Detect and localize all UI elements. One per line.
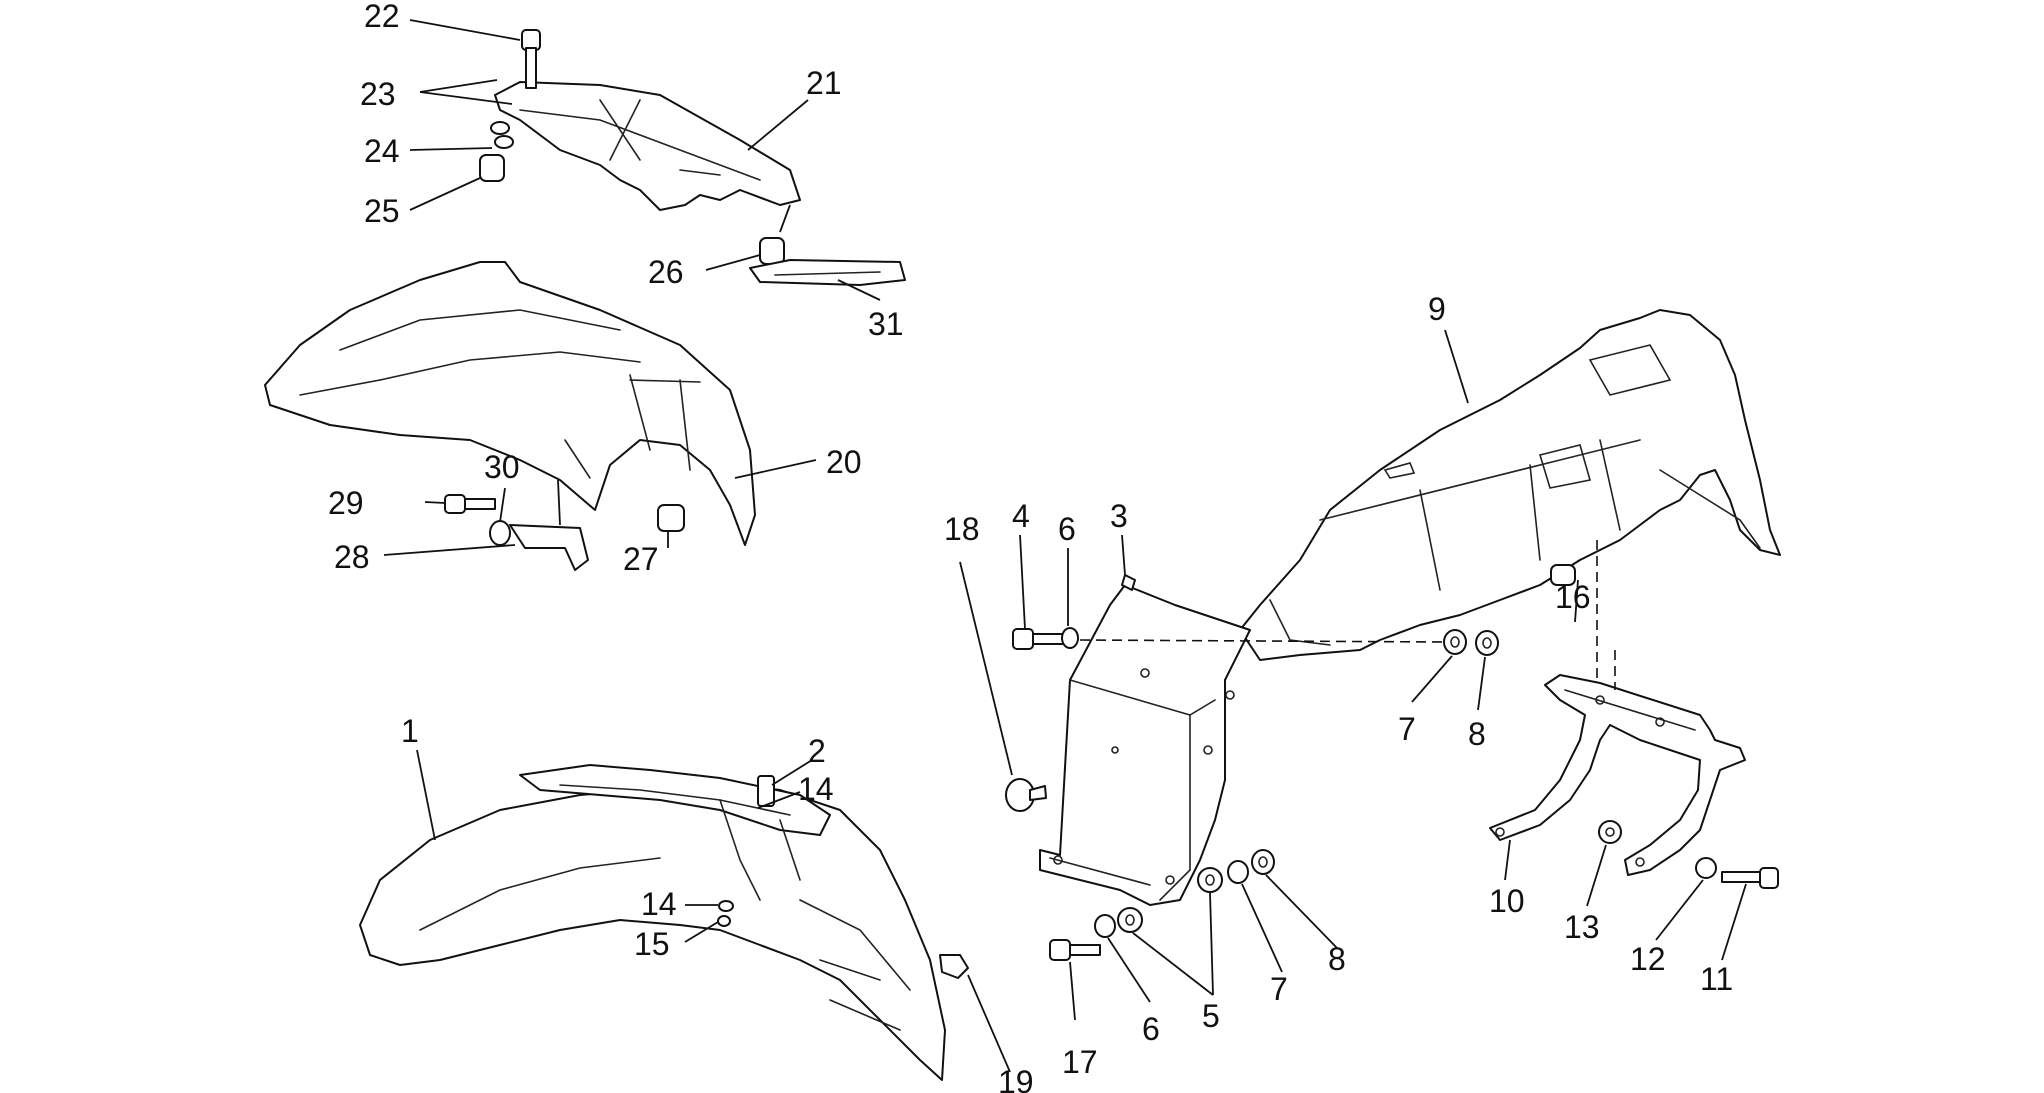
callout-31: 31: [868, 306, 904, 342]
callout-13: 13: [1564, 909, 1600, 945]
part-15-nut: [717, 915, 731, 927]
part-16-grommet: [1550, 564, 1576, 586]
part-4-screw: [1012, 628, 1064, 650]
part-28-clip: [509, 479, 589, 571]
part-31-plate: [749, 259, 906, 286]
callout-4: 4: [1012, 498, 1030, 534]
callout-16: 16: [1555, 579, 1591, 615]
callout-7-upper: 7: [1398, 711, 1416, 747]
part-29-screw: [444, 494, 496, 514]
part-12-washer: [1695, 857, 1717, 879]
part-25-rubber-grommet: [479, 154, 505, 182]
part-7-washer-upper: [1443, 629, 1467, 655]
callout-1: 1: [401, 713, 419, 749]
part-5-spacer-upper: [1197, 867, 1223, 893]
callout-17: 17: [1062, 1044, 1098, 1080]
callout-8-upper: 8: [1468, 716, 1486, 752]
part-21-upper-bracket: [494, 81, 801, 211]
part-14-washer: [718, 900, 734, 912]
callout-6-lower: 6: [1142, 1011, 1160, 1047]
leader-lines: [383, 19, 1747, 1073]
callout-20: 20: [826, 444, 862, 480]
callout-12: 12: [1630, 941, 1666, 977]
callout-21: 21: [806, 65, 842, 101]
part-9-rear-fender: [1239, 309, 1781, 661]
callout-11: 11: [1700, 961, 1733, 997]
assembly-line-upper: [1079, 639, 1446, 643]
part-1-bracket: [519, 764, 831, 901]
callout-8-lower: 8: [1328, 941, 1346, 977]
part-30-washer: [489, 520, 511, 546]
part-18-reflector: [1005, 778, 1047, 812]
callout-3: 3: [1110, 498, 1128, 534]
part-19-wire-clip: [939, 954, 969, 979]
callout-14-upper: 14: [798, 771, 834, 807]
part-24-washer: [490, 121, 514, 149]
part-20-front-mudguard: [264, 261, 756, 546]
part-13-nut: [1598, 820, 1622, 844]
callout-30: 30: [484, 449, 520, 485]
callout-6-upper: 6: [1058, 511, 1076, 547]
part-5-spacer-lower: [1117, 907, 1143, 933]
callout-27: 27: [623, 541, 659, 577]
callout-10: 10: [1489, 883, 1525, 919]
part-7-washer-lower: [1227, 860, 1249, 884]
part-8-nut-lower: [1251, 849, 1275, 875]
part-27-grommet: [657, 504, 685, 532]
callout-22: 22: [364, 0, 400, 34]
callout-29: 29: [328, 485, 364, 521]
callout-23: 23: [360, 76, 396, 112]
callout-2: 2: [808, 733, 826, 769]
part-26-rubber-grommet: [759, 204, 791, 265]
part-10-rear-bracket: [1489, 674, 1746, 876]
part-17-screw: [1049, 939, 1101, 961]
part-22-screw: [521, 29, 541, 89]
callout-7-lower: 7: [1270, 971, 1288, 1007]
part-8-nut-upper: [1475, 630, 1499, 656]
part-2-screw: [757, 775, 775, 807]
callout-5: 5: [1202, 998, 1220, 1034]
callout-24: 24: [364, 133, 400, 169]
callout-28: 28: [334, 539, 370, 575]
callout-25: 25: [364, 193, 400, 229]
part-6-washer-upper: [1061, 627, 1079, 649]
part-3-bracket-plate: [1039, 574, 1251, 906]
callout-26: 26: [648, 254, 684, 290]
callout-14-lower: 14: [641, 886, 677, 922]
callout-18: 18: [944, 511, 980, 547]
callout-labels: 22 23 24 25 21 26 31 20 30 29 28 27 1 2 …: [328, 0, 1733, 1093]
part-11-screw: [1721, 867, 1779, 889]
callout-9: 9: [1428, 291, 1446, 327]
part-6-washer-lower: [1094, 914, 1116, 938]
callout-19: 19: [998, 1064, 1034, 1093]
callout-15: 15: [634, 926, 670, 962]
